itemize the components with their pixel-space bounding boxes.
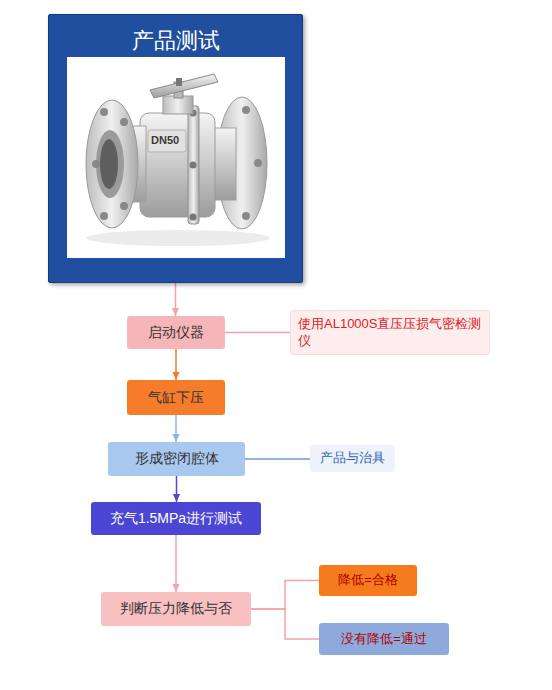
connector-line xyxy=(251,609,319,639)
title-panel: 产品测试 xyxy=(48,14,303,283)
box-label: 没有降低=通过 xyxy=(341,631,427,647)
box-label: 降低=合格 xyxy=(338,572,398,588)
box-label: 气缸下压 xyxy=(148,389,204,407)
box-label: 形成密闭腔体 xyxy=(135,450,219,468)
flow-arrow xyxy=(175,349,177,380)
flow-arrow xyxy=(175,283,177,316)
box-label: 使用AL1000S直压压损气密检测仪 xyxy=(298,316,482,349)
part-marking: DN50 xyxy=(151,134,179,146)
decision-box: 判断压力降低与否 xyxy=(101,592,251,626)
flow-arrow xyxy=(175,535,177,592)
process-box: 气缸下压 xyxy=(127,380,225,415)
note-box: 使用AL1000S直压压损气密检测仪 xyxy=(290,310,490,355)
process-box: 形成密闭腔体 xyxy=(108,442,245,476)
result-box: 降低=合格 xyxy=(319,565,417,596)
note-box: 产品与治具 xyxy=(310,445,395,472)
box-label: 判断压力降低与否 xyxy=(120,600,232,618)
panel-title: 产品测试 xyxy=(132,27,220,55)
connector-line xyxy=(245,458,310,460)
flow-arrow xyxy=(176,476,178,502)
box-label: 启动仪器 xyxy=(148,324,204,342)
process-box: 充气1.5MPa进行测试 xyxy=(91,502,261,535)
result-box: 没有降低=通过 xyxy=(319,623,449,655)
box-label: 产品与治具 xyxy=(320,450,385,466)
process-box: 启动仪器 xyxy=(127,316,225,349)
connector-line xyxy=(225,332,290,334)
box-label: 充气1.5MPa进行测试 xyxy=(110,510,242,528)
flow-arrow xyxy=(175,415,177,442)
connector-line xyxy=(251,581,319,610)
